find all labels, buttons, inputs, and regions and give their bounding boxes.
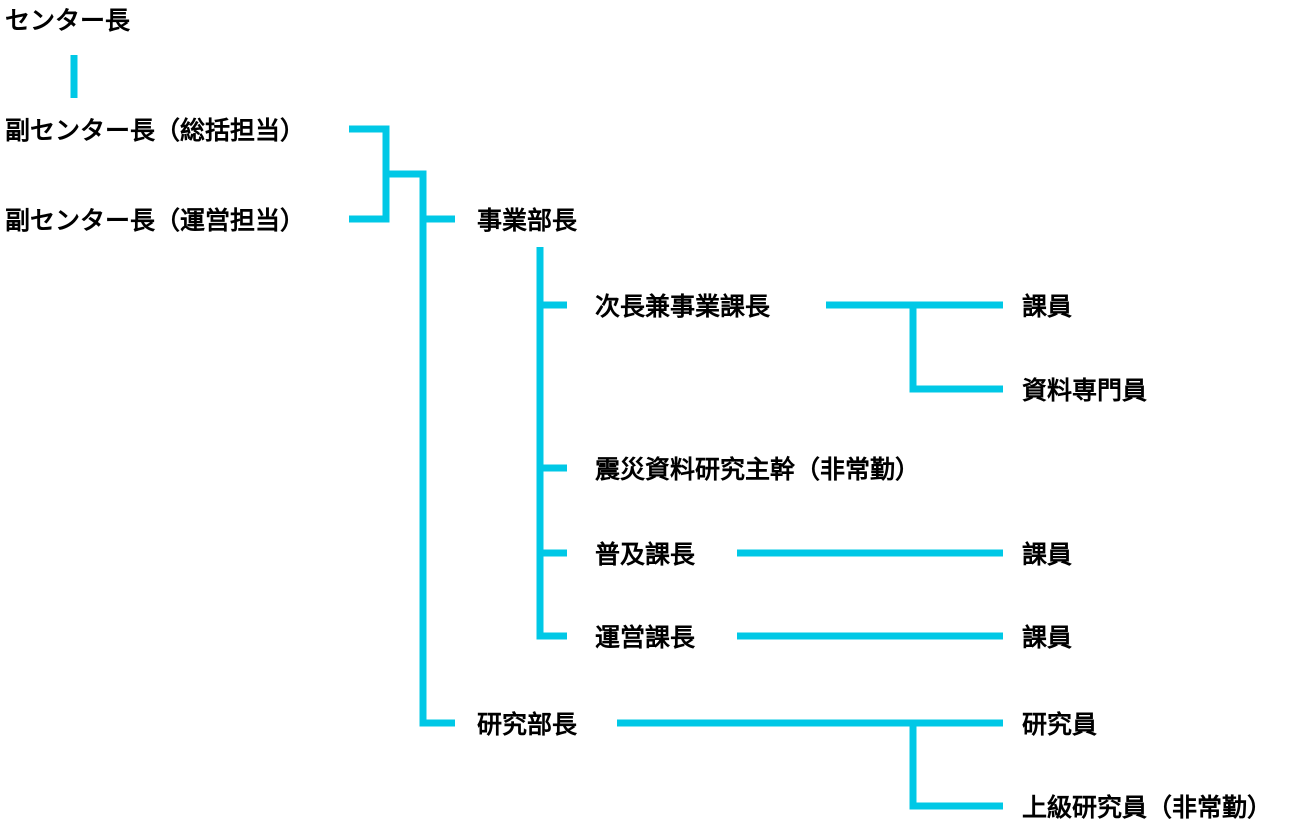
node-deputy-director-operations: 副センター長（運営担当）	[5, 206, 305, 235]
node-deputy-chief-business-section: 次長兼事業課長	[595, 292, 771, 321]
node-senior-researcher: 上級研究員（非常勤）	[1022, 793, 1272, 822]
node-operations-section-chief: 運営課長	[595, 623, 696, 652]
connector-research-dept-members	[617, 719, 1003, 810]
node-promotion-section-staff: 課員	[1022, 540, 1072, 569]
connector-business-dept-trunk	[536, 247, 567, 640]
node-research-dept-head: 研究部長	[477, 710, 578, 739]
node-researcher: 研究員	[1022, 710, 1097, 739]
node-disaster-archive-researcher: 震災資料研究主幹（非常勤）	[595, 455, 920, 484]
node-business-dept-head: 事業部長	[477, 206, 578, 235]
node-promotion-section-chief: 普及課長	[595, 540, 696, 569]
node-labels: センター長 副センター長（総括担当） 副センター長（運営担当） 事業部長 次長兼…	[5, 6, 1272, 822]
connector-lines	[70, 55, 1003, 810]
node-director: センター長	[5, 6, 131, 35]
node-deputy-director-general: 副センター長（総括担当）	[5, 116, 305, 145]
node-operations-section-staff: 課員	[1022, 623, 1072, 652]
node-section-staff: 課員	[1022, 292, 1072, 321]
node-archive-specialist: 資料専門員	[1022, 376, 1147, 405]
connector-deputy-to-depts	[386, 170, 455, 727]
connector-deputy-chief-members	[826, 301, 1003, 393]
connector-deputy-bracket	[349, 125, 390, 223]
